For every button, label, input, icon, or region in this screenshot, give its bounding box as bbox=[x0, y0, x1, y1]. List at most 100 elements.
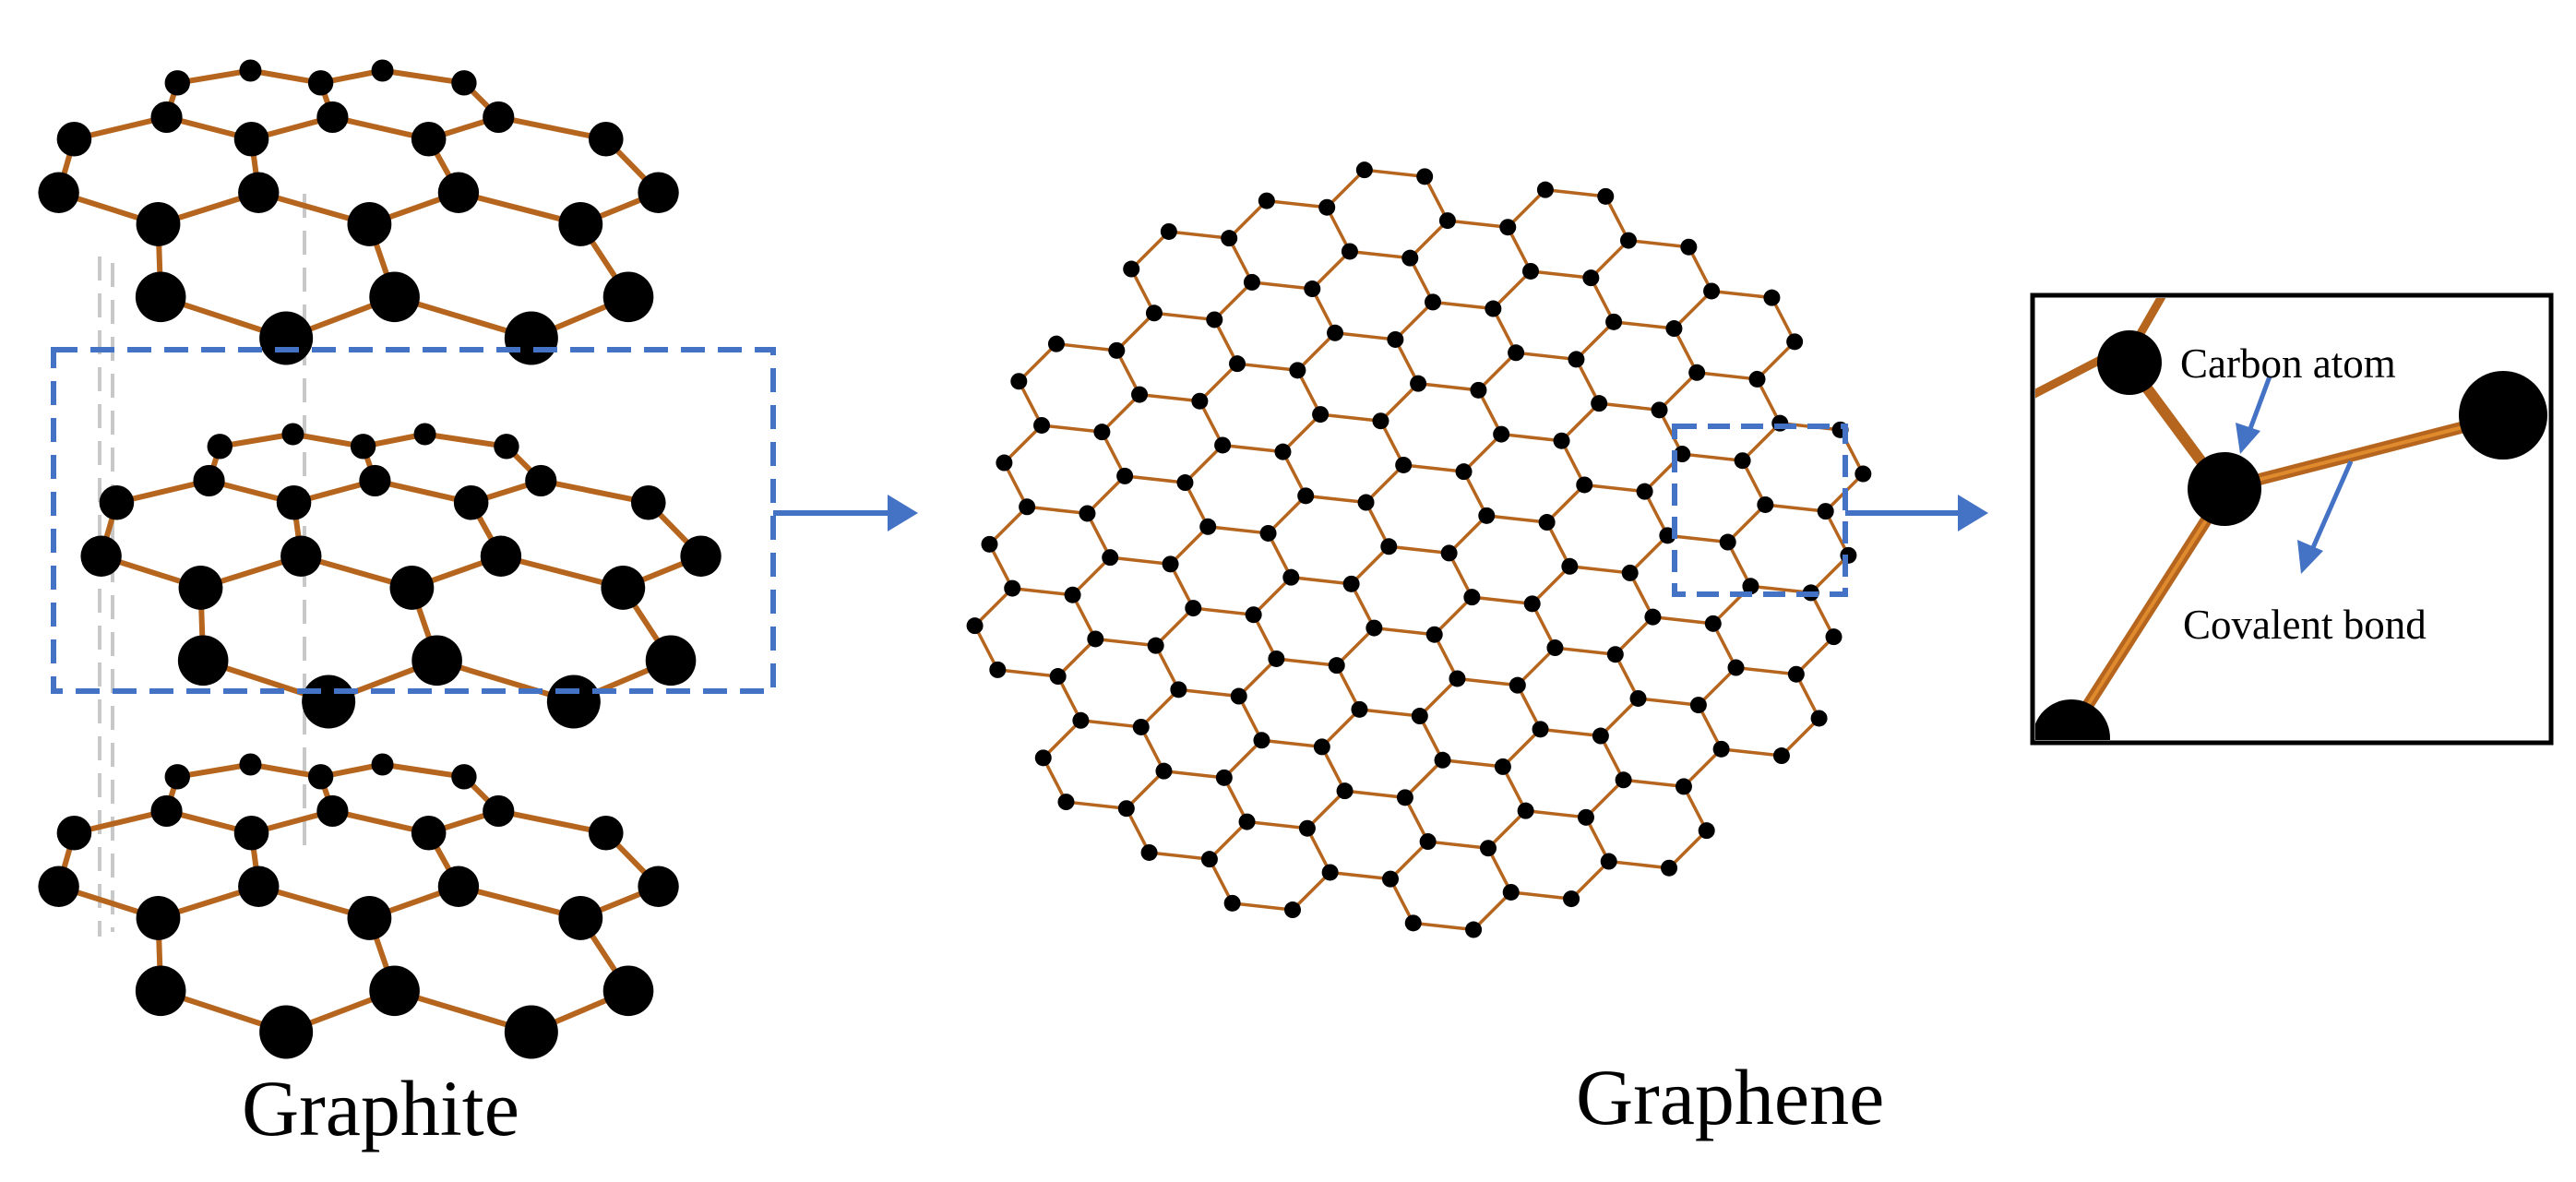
carbon-atom bbox=[164, 70, 190, 96]
carbon-atom bbox=[1651, 401, 1668, 419]
carbon-atom bbox=[480, 535, 522, 577]
carbon-atom bbox=[1243, 273, 1260, 291]
covalent-bond bbox=[1365, 463, 1405, 504]
covalent-bond bbox=[1041, 424, 1103, 434]
carbon-atom bbox=[233, 815, 269, 851]
covalent-bond bbox=[1569, 565, 1630, 575]
right-arrow-icon bbox=[1845, 495, 1988, 531]
carbon-atom bbox=[80, 535, 122, 577]
carbon-atom bbox=[1521, 262, 1539, 280]
carbon-atom bbox=[981, 535, 998, 553]
carbon-atom bbox=[1665, 320, 1683, 338]
carbon-atom bbox=[1734, 452, 1751, 470]
carbon-atom bbox=[1072, 711, 1090, 729]
covalent-bond bbox=[1291, 575, 1352, 586]
covalent-bond bbox=[1213, 281, 1254, 321]
carbon-atom bbox=[1704, 615, 1722, 632]
carbon-atom bbox=[483, 794, 515, 828]
covalent-bond bbox=[1560, 401, 1601, 442]
carbon-atom bbox=[1727, 659, 1745, 676]
carbon-atom bbox=[1675, 778, 1692, 795]
covalent-bond bbox=[1350, 545, 1390, 586]
covalent-bond bbox=[1741, 422, 1782, 462]
carbon-atom bbox=[1229, 355, 1246, 373]
covalent-bond bbox=[1613, 320, 1675, 330]
covalent-bond bbox=[1403, 758, 1444, 799]
covalent-bond bbox=[1252, 576, 1293, 616]
carbon-atom bbox=[371, 59, 394, 82]
carbon-atom bbox=[1200, 851, 1218, 868]
carbon-atom bbox=[1825, 628, 1843, 646]
covalent-bond bbox=[1780, 717, 1820, 758]
covalent-bond bbox=[1667, 829, 1708, 869]
covalent-bond bbox=[1169, 525, 1210, 566]
covalent-bond bbox=[1462, 433, 1503, 473]
covalent-bond bbox=[1261, 738, 1323, 749]
carbon-atom bbox=[1245, 606, 1262, 624]
carbon-atom bbox=[371, 753, 394, 776]
covalent-bond bbox=[1472, 595, 1532, 606]
carbon-atom bbox=[1064, 586, 1081, 603]
carbon-atom bbox=[1810, 710, 1828, 727]
carbon-atom bbox=[1079, 505, 1096, 522]
covalent-bond bbox=[1492, 269, 1532, 310]
carbon-atom bbox=[136, 896, 181, 940]
carbon-atom bbox=[602, 965, 654, 1017]
carbon-atom bbox=[1434, 751, 1451, 769]
covalent-bond bbox=[382, 67, 465, 86]
carbon-atom bbox=[1410, 375, 1427, 392]
carbon-atom bbox=[1034, 749, 1052, 767]
carbon-atom bbox=[1597, 187, 1615, 205]
carbon-atom bbox=[638, 866, 679, 907]
carbon-atom bbox=[588, 121, 624, 157]
covalent-bond bbox=[1673, 290, 1713, 330]
carbon-atom bbox=[307, 764, 334, 790]
covalent-bond bbox=[1389, 840, 1429, 880]
covalent-bond bbox=[1080, 719, 1141, 729]
carbon-atom bbox=[645, 635, 697, 687]
graphene-caption: Graphene bbox=[1576, 1053, 1885, 1141]
covalent-bond bbox=[1531, 565, 1571, 605]
covalent-bond bbox=[1795, 635, 1835, 675]
carbon-atom bbox=[1145, 304, 1163, 322]
carbon-atom bbox=[1689, 697, 1707, 714]
covalent-bond bbox=[1319, 412, 1381, 423]
covalent-bond bbox=[1095, 637, 1156, 648]
covalent-bond bbox=[1544, 187, 1606, 198]
carbon-atom bbox=[601, 566, 646, 610]
covalent-bond bbox=[1227, 199, 1269, 240]
carbon-atom bbox=[680, 535, 722, 577]
carbon-atom bbox=[1763, 289, 1781, 306]
carbon-atom bbox=[1336, 782, 1354, 800]
covalent-bond bbox=[1682, 747, 1723, 788]
covalent-bond bbox=[1139, 392, 1200, 403]
carbon-atom bbox=[1757, 495, 1774, 513]
carbon-atom bbox=[996, 454, 1013, 472]
carbon-atom bbox=[966, 617, 984, 635]
carbon-atom bbox=[347, 896, 392, 940]
covalent-bond bbox=[1525, 808, 1587, 819]
covalent-bond bbox=[1125, 770, 1165, 810]
carbon-atom bbox=[1576, 476, 1593, 494]
graphite-sheet bbox=[80, 423, 722, 729]
covalent-bond bbox=[1457, 676, 1518, 687]
carbon-atom bbox=[1160, 222, 1177, 240]
covalent-bond bbox=[1433, 595, 1473, 636]
carbon-atom bbox=[1425, 626, 1443, 643]
covalent-bond bbox=[1266, 198, 1328, 209]
carbon-atom bbox=[1206, 311, 1223, 328]
carbon-atom-highlighted bbox=[2188, 452, 2261, 526]
carbon-atom bbox=[1342, 575, 1360, 592]
covalent-bond bbox=[1124, 474, 1186, 484]
covalent-bond bbox=[1394, 301, 1435, 341]
covalent-bond bbox=[1149, 851, 1210, 861]
covalent-bond bbox=[1696, 371, 1758, 381]
carbon-atom bbox=[239, 753, 262, 776]
carbon-atom bbox=[1698, 822, 1715, 840]
covalent-bond bbox=[1501, 728, 1542, 769]
covalent-bond bbox=[1472, 890, 1512, 931]
carbon-atom bbox=[1600, 853, 1617, 870]
carbon-atom bbox=[281, 423, 304, 446]
covalent-bond bbox=[1413, 921, 1474, 932]
